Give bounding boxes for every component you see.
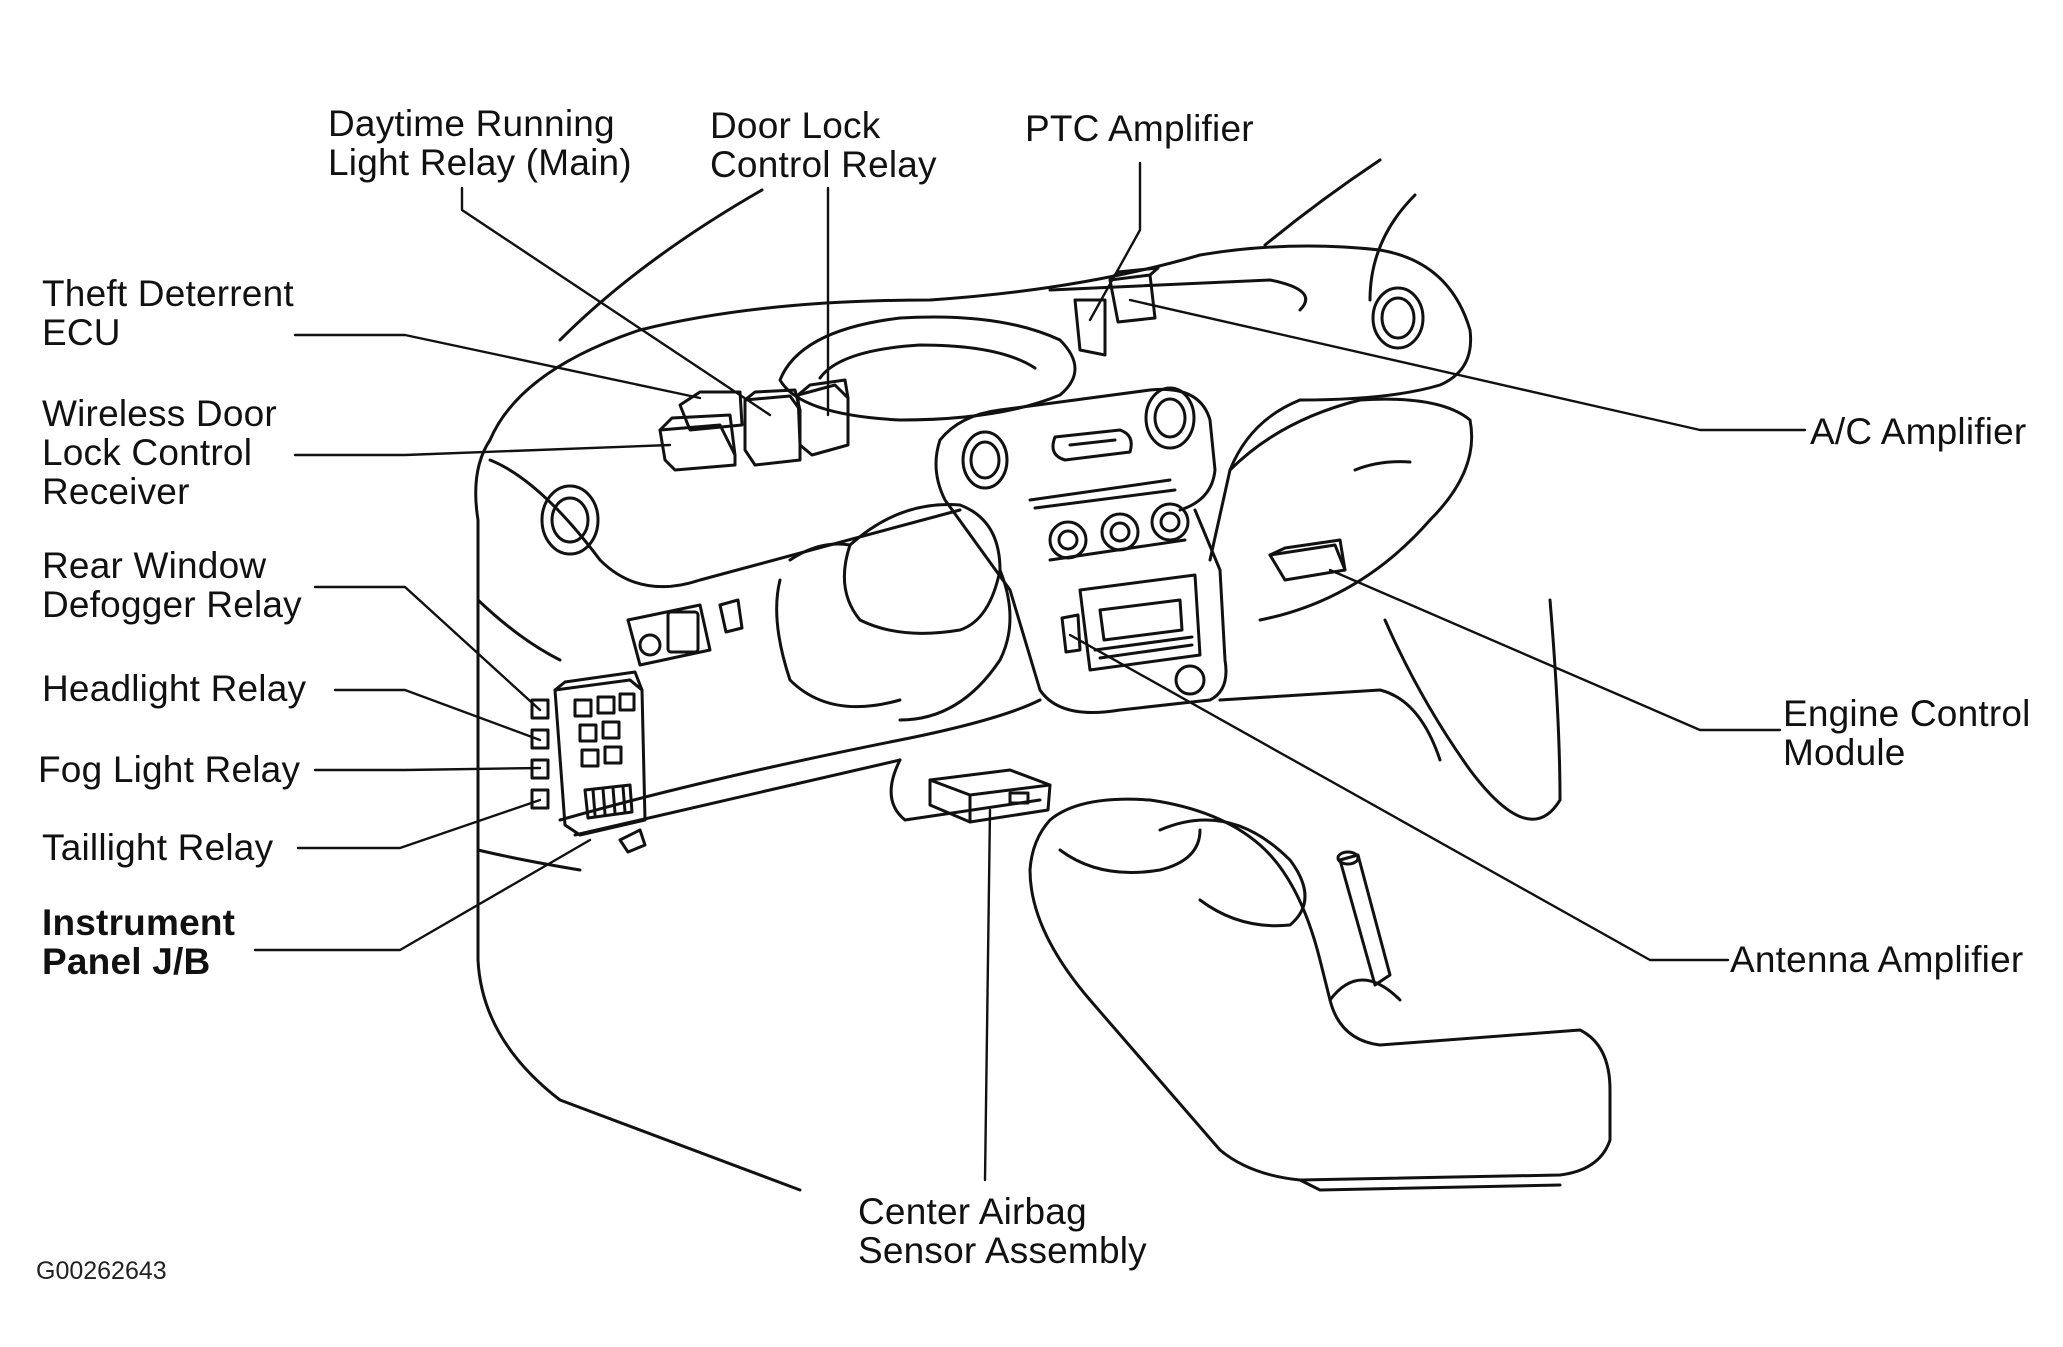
figure-code: G00262643 xyxy=(36,1257,167,1285)
center-stack xyxy=(934,386,1228,714)
center-console xyxy=(1028,797,1612,1192)
label-ac-amplifier: A/C Amplifier xyxy=(1810,411,2027,452)
instrument-panel-jb xyxy=(530,670,647,854)
label-ptc-amplifier: PTC Amplifier xyxy=(1025,108,1254,149)
label-wireless-door-lock-receiver: Wireless Door Lock Control Receiver xyxy=(42,393,277,512)
label-theft-deterrent-ecu: Theft Deterrent ECU xyxy=(42,273,294,353)
label-door-lock-control-relay: Door Lock Control Relay xyxy=(710,105,937,185)
airbag-sensor-box xyxy=(928,768,1052,824)
label-daytime-running-light-relay: Daytime Running Light Relay (Main) xyxy=(328,103,632,183)
switch-panel xyxy=(626,598,744,667)
left-vent xyxy=(488,458,962,589)
label-fog-light-relay: Fog Light Relay xyxy=(38,749,301,790)
steering-column xyxy=(775,503,1012,722)
label-instrument-panel-jb: Instrument Panel J/B xyxy=(42,902,236,982)
label-antenna-amplifier: Antenna Amplifier xyxy=(1730,939,2024,980)
top-relay-cluster xyxy=(658,378,850,472)
right-side xyxy=(1228,286,1474,622)
label-center-airbag-sensor: Center Airbag Sensor Assembly xyxy=(858,1191,1147,1271)
label-taillight-relay: Taillight Relay xyxy=(42,827,274,868)
instrument-cluster xyxy=(778,278,1308,422)
lower-dash xyxy=(558,688,1442,837)
label-rear-window-defogger-relay: Rear Window Defogger Relay xyxy=(42,545,302,625)
label-headlight-relay: Headlight Relay xyxy=(42,668,307,709)
dashboard-outline xyxy=(474,158,1562,1192)
label-engine-control-module: Engine Control Module xyxy=(1783,693,2031,773)
leader-lines xyxy=(253,161,1807,1182)
